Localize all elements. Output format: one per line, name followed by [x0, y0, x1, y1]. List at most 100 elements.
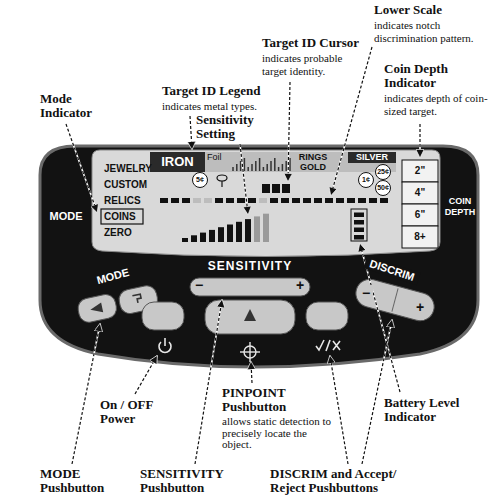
leader-line [66, 124, 97, 212]
target-id-cursor [262, 184, 290, 193]
battery-bar [354, 220, 364, 225]
leader-line [288, 82, 290, 181]
mode-name: RELICS [104, 195, 154, 207]
coin-value: 50¢ [376, 184, 391, 192]
sensitivity-bar [245, 219, 251, 242]
leader-halos [66, 47, 420, 464]
sensitivity-bar [254, 216, 260, 242]
panel-label: DISCRIM [363, 256, 420, 286]
button-sign: + [413, 299, 427, 315]
scale-segment [270, 198, 278, 203]
leader-line [330, 356, 348, 464]
legend-tick [266, 164, 268, 171]
coin-value: 5¢ [193, 176, 208, 184]
callout-title: MODE Pushbutton [40, 467, 130, 495]
callout-text: indicates probable target identity. [262, 52, 367, 78]
scale-segment [292, 198, 300, 203]
scale-segment [226, 198, 234, 203]
battery-indicator [351, 209, 367, 241]
cursor-block [272, 184, 280, 193]
panel-label: COIN DEPTH [442, 196, 478, 218]
scale-segment [193, 198, 201, 203]
battery-bar [354, 228, 364, 233]
mode-name: JEWELRY [104, 163, 154, 175]
scale-segment [325, 198, 333, 203]
pull-tab-icon [217, 175, 227, 187]
legend-tick [270, 161, 272, 171]
pinpoint-arrow [244, 309, 256, 321]
leader-line [72, 324, 100, 464]
callout-title: Coin Depth Indicator [384, 62, 466, 90]
leader-lines [66, 47, 420, 464]
scale-segment [358, 198, 366, 203]
legend-band [150, 152, 396, 172]
legend-label: GOLD [296, 162, 330, 172]
depth-value: 4" [402, 187, 438, 199]
leader-line [251, 362, 252, 383]
leader-line [362, 320, 392, 464]
depth-value: 6" [402, 209, 438, 221]
iron-box [150, 152, 205, 172]
coin-icons [193, 165, 391, 196]
depth-value: 2" [402, 165, 438, 177]
mode-name: CUSTOM [104, 179, 154, 191]
callout-title: Mode Indicator [40, 92, 110, 120]
scale-segment [248, 198, 256, 203]
callout-title: SENSITIVITY Pushbutton [140, 467, 232, 495]
legend-tick [274, 158, 276, 171]
callout-title: Sensitivity Setting [196, 113, 276, 141]
callout-text: allows static detection to precisely loc… [222, 416, 332, 451]
legend-tick [251, 164, 253, 171]
scale-segment [204, 198, 212, 203]
callout-text: indicates metal types. [162, 100, 287, 113]
accept-reject-icon [316, 340, 340, 351]
button-sign: − [191, 277, 207, 293]
legend-tick [240, 161, 242, 171]
leader-line [419, 124, 420, 157]
sensitivity-bar [182, 238, 188, 242]
discrim-buttons [353, 276, 438, 324]
callout-text: indicates notch discrimination pattern. [374, 19, 482, 45]
legend-label: IRON [150, 154, 205, 169]
callout-title: Battery Level Indicator [384, 396, 474, 424]
panel-label: SENSITIVITY [190, 259, 310, 273]
scale-segment [347, 198, 355, 203]
legend-tick [247, 167, 249, 171]
legend-tick [263, 167, 265, 171]
leader-line [135, 356, 157, 394]
scale-segment [380, 198, 388, 203]
lower-scale [160, 198, 388, 203]
callout-title: On / OFF Power [100, 398, 166, 426]
legend-tick [289, 158, 291, 171]
silver-box [348, 152, 396, 163]
legend-tick [232, 167, 234, 171]
mode-name: COINS [104, 211, 142, 223]
callout-title: Target ID Cursor [262, 36, 380, 50]
scale-segment [303, 198, 311, 203]
leader-line [331, 47, 372, 195]
callout-title: Lower Scale [374, 3, 486, 17]
crosshair-icon [240, 342, 260, 362]
callout-title: DISCRIM and Accept/ Reject Pushbuttons [270, 467, 410, 495]
sensitivity-bar [218, 227, 224, 242]
legend-tick [285, 161, 287, 171]
scale-segment [314, 198, 322, 203]
legend-tick [255, 161, 257, 171]
power-icon [159, 338, 171, 352]
scale-segment [171, 198, 179, 203]
depth-boxes [402, 160, 438, 248]
legend-tick [282, 164, 284, 171]
sensitivity-bar [191, 235, 197, 242]
legend-tick [244, 158, 246, 171]
legend-tick [259, 158, 261, 171]
battery-bar [354, 235, 364, 240]
power-button [142, 302, 184, 330]
legend-label: Foil [207, 152, 231, 162]
leader-line [190, 116, 192, 149]
coin-value: 1¢ [359, 176, 374, 184]
battery-frame [351, 209, 367, 241]
sensitivity-rocker [190, 278, 310, 296]
callout-title: Target ID Legend [162, 84, 292, 98]
scale-segment [160, 198, 168, 203]
